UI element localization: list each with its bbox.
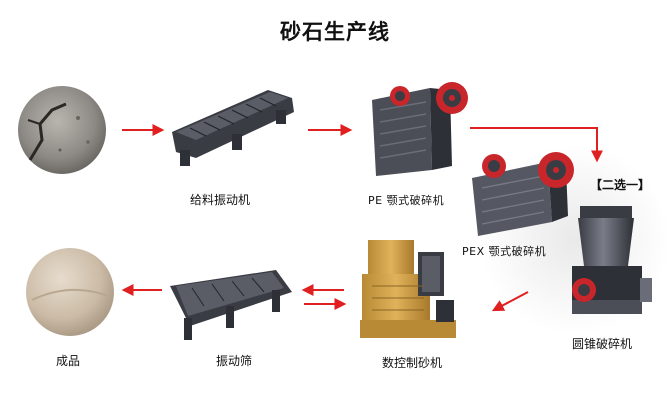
arrow-pe-to-alternatives: [470, 127, 603, 163]
label-cone-crusher: 圆锥破碎机: [572, 337, 633, 351]
arrow-cone-to-sandmaker: [491, 291, 529, 312]
diagram-title: 砂石生产线: [280, 20, 390, 44]
sand-maker-machine: [360, 240, 456, 338]
label-feeder: 给料振动机: [190, 193, 251, 207]
sand-product-image: [26, 248, 114, 336]
label-pe-crusher: PE 颚式破碎机: [368, 194, 445, 207]
label-screen: 振动筛: [216, 354, 253, 368]
vibrating-screen-machine: [170, 270, 292, 340]
raw-rock-image: [18, 86, 106, 174]
flow-arrows: [121, 124, 603, 312]
choice-note: 【二选一】: [590, 178, 651, 192]
cone-crusher-machine: [572, 206, 652, 314]
pex-jaw-crusher-machine: [472, 152, 574, 236]
label-product: 成品: [56, 354, 81, 368]
vibrating-feeder-machine: [172, 90, 294, 166]
pe-jaw-crusher-machine: [372, 82, 468, 176]
label-pex-crusher: PEX 颚式破碎机: [462, 245, 547, 258]
label-sand-maker: 数控制砂机: [382, 356, 443, 370]
